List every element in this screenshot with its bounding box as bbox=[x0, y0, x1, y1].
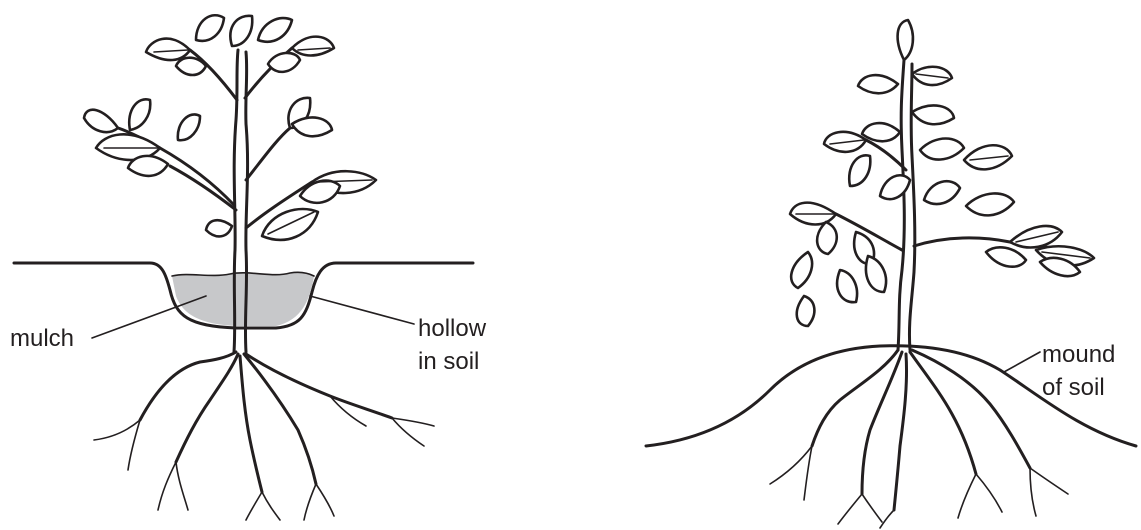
right-plant-leaves bbox=[790, 20, 1094, 326]
mulch-label: mulch bbox=[10, 325, 74, 352]
right-branch-upper bbox=[866, 140, 906, 170]
hollow-label-line2: in soil bbox=[418, 348, 479, 375]
mound-leader-line bbox=[1004, 352, 1040, 372]
hollow-label-line1: hollow bbox=[418, 315, 487, 342]
mulch-leader-line bbox=[92, 296, 206, 338]
right-plant-mound: mound of soil bbox=[646, 20, 1136, 528]
left-plant-hollow: mulch hollow in soil bbox=[10, 15, 487, 520]
left-plant-roots bbox=[94, 352, 434, 520]
right-main-stem-edge bbox=[909, 64, 914, 350]
right-plant-roots bbox=[770, 350, 1068, 528]
mound-label-line1: mound bbox=[1042, 341, 1115, 368]
right-main-stem bbox=[898, 60, 904, 350]
right-branch-2 bbox=[246, 128, 290, 180]
left-branch-2 bbox=[170, 166, 236, 210]
mound-label-line2: of soil bbox=[1042, 374, 1105, 401]
mulch-fill bbox=[172, 272, 314, 326]
hollow-leader-line bbox=[310, 296, 414, 324]
